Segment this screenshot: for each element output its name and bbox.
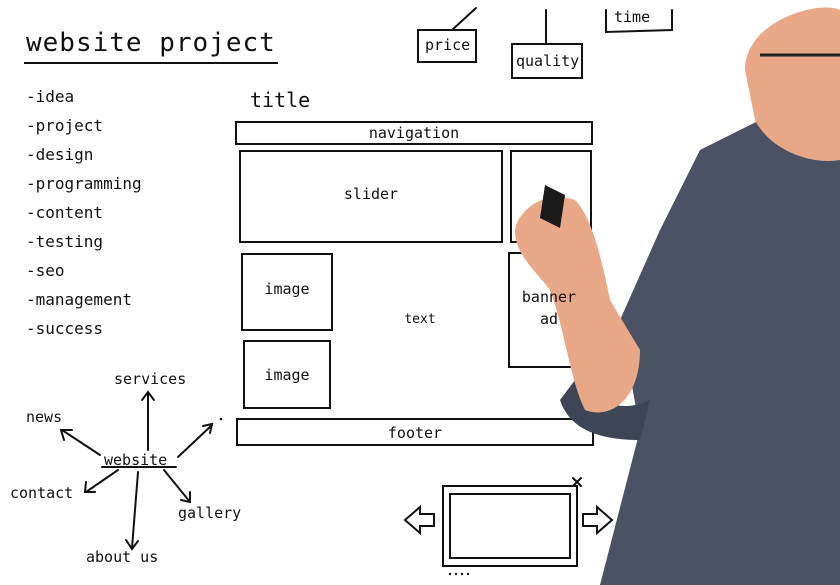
- heading: website project: [26, 28, 276, 58]
- text-label: text: [404, 312, 436, 327]
- footer-label: footer: [387, 424, 443, 442]
- topic-item: -design: [26, 145, 94, 164]
- sitemap-about: about us: [86, 548, 159, 566]
- rotate-left-arrow: [403, 504, 435, 536]
- image-box-2: [243, 340, 331, 409]
- topic-item: -seo: [26, 261, 65, 280]
- price-label: price: [425, 36, 471, 54]
- topic-item: -success: [26, 319, 104, 338]
- arrow-extra: [177, 424, 213, 458]
- price-connector: [451, 7, 477, 31]
- topic-item: -content: [26, 203, 104, 222]
- topic-item: -testing: [26, 232, 104, 251]
- topic-item: -idea: [26, 87, 75, 106]
- topic-item: -management: [26, 290, 132, 309]
- price-box: [417, 29, 477, 63]
- sitemap-services: services: [114, 370, 187, 388]
- person-illustration: [515, 7, 840, 585]
- topic-item: -project: [26, 116, 104, 135]
- sitemap-gallery: gallery: [178, 504, 242, 522]
- arrow-gallery: [163, 469, 191, 503]
- image-label-1: image: [264, 280, 310, 298]
- heading-underline: [24, 62, 278, 64]
- device-screen: [449, 493, 571, 559]
- wireframe-title: title: [250, 88, 311, 112]
- banner-ad-label: ad: [539, 310, 559, 328]
- time-box: [605, 9, 673, 34]
- sitemap-news: news: [26, 408, 63, 426]
- topic-item: -programming: [26, 174, 142, 193]
- navigation-bar: [235, 121, 593, 145]
- arrow-about: [131, 471, 139, 549]
- image-label-2: image: [264, 366, 310, 384]
- sitemap-contact: contact: [10, 484, 74, 502]
- quality-label: quality: [516, 52, 580, 70]
- device-outer: [442, 485, 578, 567]
- banner-label: banner: [521, 288, 577, 306]
- slider-label: slider: [343, 185, 399, 203]
- topic-list: -idea -project -design -programming -con…: [26, 82, 142, 343]
- time-label: time: [614, 8, 651, 26]
- navigation-label: navigation: [368, 124, 460, 142]
- sitemap-website: website: [104, 451, 168, 469]
- rotate-right-arrow: [582, 504, 614, 536]
- arrow-contact: [85, 469, 119, 493]
- image-box-1: [241, 253, 333, 331]
- slider-box: [239, 150, 503, 243]
- arrow-news: [61, 429, 101, 456]
